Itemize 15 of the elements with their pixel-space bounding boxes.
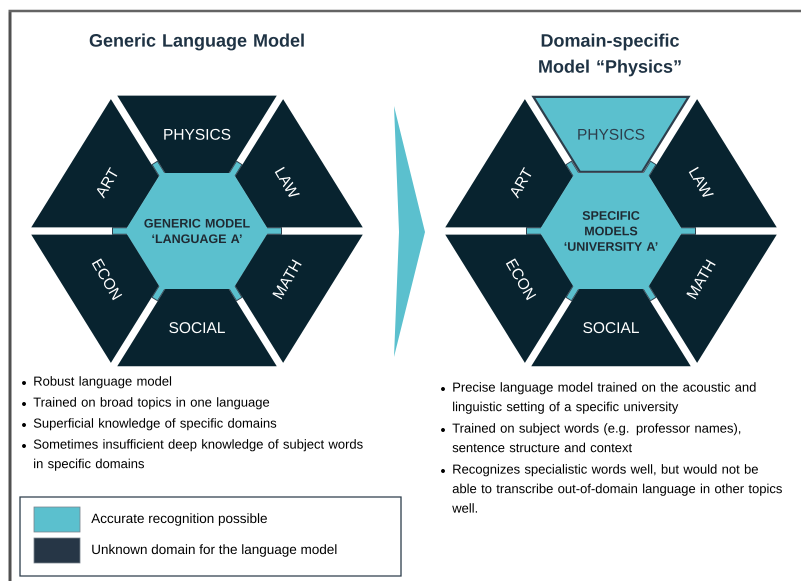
bullet-item: Superficial knowledge of specific domains	[22, 418, 276, 430]
bullet-item: Recognizes specialistic words well, but would not be able to transcribe out-of-domain language in other topics well.	[441, 464, 782, 513]
bullet-item: Trained on subject words (e.g. professor names), sentence structure and context	[441, 423, 740, 452]
bullet-item: Precise language model trained on the acoustic and linguistic setting of a specific university	[441, 382, 756, 414]
node-label: PHYSICS	[164, 128, 230, 140]
heading: Generic Language Model	[90, 34, 304, 50]
heading: Domain-specific Model “Physics”	[539, 34, 681, 76]
node-label: SOCIAL	[583, 322, 639, 334]
legend-text: Unknown domain for the language model	[92, 544, 336, 557]
bullet-item: Sometimes insufficient deep knowledge of subject words in specific domains	[22, 439, 363, 471]
legend-text: Accurate recognition possible	[91, 513, 267, 526]
bullet-item: Trained on broad topics in one language	[22, 397, 270, 410]
node-label: SOCIAL	[169, 322, 225, 334]
chevron-shape	[394, 106, 425, 357]
bullet-item: Robust language model	[22, 376, 172, 388]
